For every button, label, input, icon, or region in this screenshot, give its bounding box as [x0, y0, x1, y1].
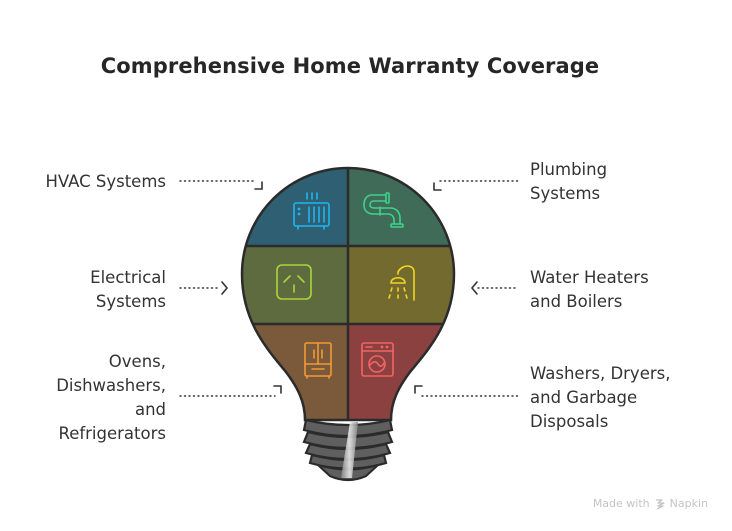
label-appliances: Ovens, Dishwashers, and Refrigerators: [56, 352, 166, 443]
power-outlet-icon: [276, 264, 312, 300]
segment-electrical: [242, 246, 348, 324]
label-plumbing: Plumbing Systems: [530, 160, 608, 203]
shower-icon: [388, 265, 415, 301]
segment-water-heaters: [348, 246, 454, 324]
refrigerator-icon: [304, 342, 332, 379]
segment-plumbing: [348, 168, 454, 246]
label-electrical: Electrical Systems: [90, 268, 166, 311]
made-with-text: Made with: [592, 497, 650, 510]
page-title: Comprehensive Home Warranty Coverage: [100, 54, 600, 78]
segment-hvac: [242, 168, 348, 246]
pipe-faucet-icon: [363, 192, 404, 228]
label-hvac: HVAC Systems: [45, 172, 166, 191]
washing-machine-icon: [361, 342, 394, 377]
connectors: [179, 180, 519, 397]
base-highlight: [341, 422, 358, 478]
napkin-brand-text: Napkin: [669, 497, 708, 510]
radiator-icon: [293, 192, 330, 230]
napkin-logo-icon: [655, 498, 665, 510]
label-laundry: Washers, Dryers, and Garbage Disposals: [530, 364, 671, 431]
label-water-heaters: Water Heaters and Boilers: [530, 268, 649, 311]
napkin-watermark[interactable]: Made with Napkin: [593, 497, 708, 510]
